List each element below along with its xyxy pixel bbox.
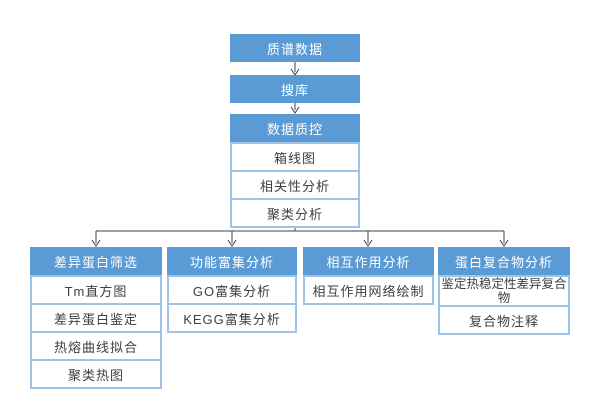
- arrow-gap: [230, 103, 360, 114]
- branch-header-functional-enrichment: 功能富集分析: [167, 247, 297, 275]
- qc-item-boxplot: 箱线图: [230, 142, 360, 172]
- branch-header-interaction-analysis: 相互作用分析: [303, 247, 434, 275]
- node-search-database: 搜库: [230, 75, 360, 103]
- qc-item-cluster-analysis: 聚类分析: [230, 198, 360, 228]
- main-chain-column: 质谱数据 搜库 数据质控 箱线图 相关性分析 聚类分析: [230, 34, 360, 228]
- branch-column-diff-protein-screening: 差异蛋白筛选 Tm直方图 差异蛋白鉴定 热熔曲线拟合 聚类热图: [30, 247, 162, 389]
- branch-item-diff-protein-identification: 差异蛋白鉴定: [30, 303, 162, 333]
- branch-item-complex-annotation: 复合物注释: [438, 305, 570, 335]
- branch-item-go-enrichment: GO富集分析: [167, 275, 297, 305]
- arrow-gap: [230, 62, 360, 75]
- branch-column-protein-complex: 蛋白复合物分析 鉴定热稳定性差异复合物 复合物注释: [438, 247, 570, 335]
- branch-item-thermal-stability-diff-complex: 鉴定热稳定性差异复合物: [438, 275, 570, 307]
- branch-item-kegg-enrichment: KEGG富集分析: [167, 303, 297, 333]
- node-data-qc: 数据质控: [230, 114, 360, 142]
- branch-item-interaction-network: 相互作用网络绘制: [303, 275, 434, 305]
- branch-item-melting-curve-fitting: 热熔曲线拟合: [30, 331, 162, 361]
- branch-column-interaction-analysis: 相互作用分析 相互作用网络绘制: [303, 247, 434, 305]
- branch-column-functional-enrichment: 功能富集分析 GO富集分析 KEGG富集分析: [167, 247, 297, 333]
- branch-item-tm-histogram: Tm直方图: [30, 275, 162, 305]
- branch-header-protein-complex: 蛋白复合物分析: [438, 247, 570, 275]
- branch-item-cluster-heatmap: 聚类热图: [30, 359, 162, 389]
- branch-header-diff-protein-screening: 差异蛋白筛选: [30, 247, 162, 275]
- node-mass-spec-data: 质谱数据: [230, 34, 360, 62]
- qc-item-correlation-analysis: 相关性分析: [230, 170, 360, 200]
